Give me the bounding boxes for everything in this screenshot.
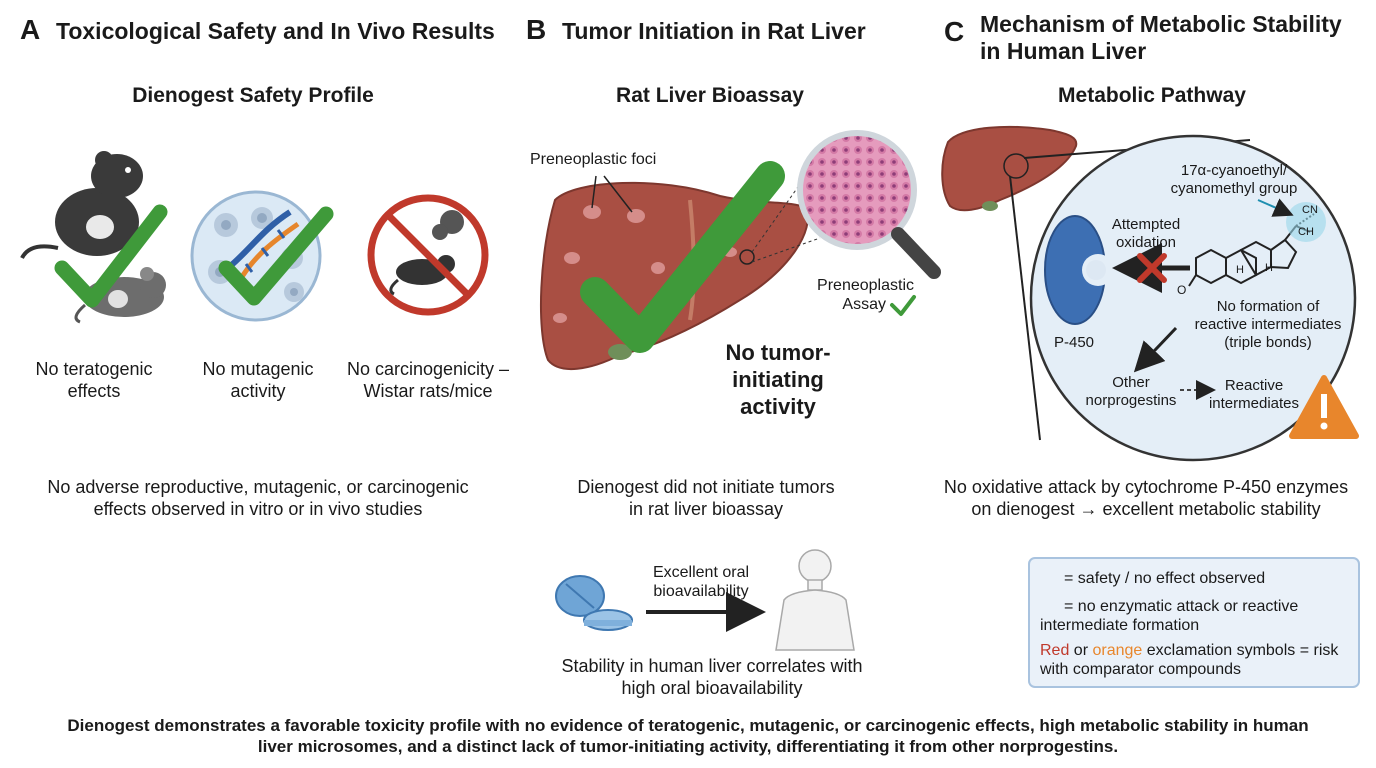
x-icon-oxidation (1137, 253, 1167, 283)
check-icon-liver (580, 161, 785, 353)
panel-c-summary-line1: No oxidative attack by cytochrome P-450 … (943, 477, 1349, 497)
legend-orange-word: orange (1092, 642, 1143, 659)
bioavailability-label-line1: Excellent oral (652, 564, 750, 581)
check-icon-assay (890, 295, 916, 316)
panel-c-summary-line2: on dienogest → excellent metabolic stabi… (971, 499, 1321, 519)
ch-label: CH (1298, 226, 1314, 238)
assay-label: Preneoplastic Assay (800, 276, 914, 314)
prohibition-icon (367, 194, 489, 316)
other-norprogestins-line1: Other (1112, 374, 1150, 391)
pill-icon (555, 575, 633, 631)
panel-c-title-line2: in Human Liver (980, 38, 1147, 64)
no-formation-line2: reactive intermediates (1194, 316, 1342, 333)
legend-x-text-line2: intermediate formation (1040, 617, 1200, 634)
zoom-circle (1029, 134, 1357, 462)
rat-icon (20, 151, 143, 260)
cn-label: CN (1302, 204, 1318, 216)
no-tumor-result-line3: activity (740, 394, 816, 419)
mutagenic-label-line1: No mutagenic (202, 359, 314, 379)
no-tumor-result-line1: No tumor- (725, 340, 831, 365)
no-formation-line3: (triple bonds) (1224, 334, 1312, 351)
legend-box: = safety / no effect observed = no enzym… (1028, 557, 1360, 688)
panel-b-summary: Dienogest did not initiate tumors in rat… (546, 476, 866, 520)
footer-summary: Dienogest demonstrates a favorable toxic… (8, 715, 1368, 757)
assay-label-line1: Preneoplastic (817, 277, 914, 294)
norprogestins-arrow (1133, 326, 1178, 373)
other-norprogestins-label: Other norprogestins (1080, 374, 1182, 410)
magnifier-icon (739, 130, 941, 279)
check-icon-teratogenic (54, 204, 168, 308)
teratogenic-label: No teratogenic effects (10, 358, 178, 402)
stability-caption-line1: Stability in human liver correlates with (561, 656, 863, 676)
panel-a-title: Toxicological Safety and In Vivo Results (56, 18, 495, 44)
human-body-icon (775, 549, 855, 651)
panel-a-summary-line1: No adverse reproductive, mutagenic, or c… (47, 477, 469, 497)
panel-c-subtitle: Metabolic Pathway (1058, 84, 1246, 107)
panel-b-summary-line2: in rat liver bioassay (628, 499, 784, 519)
panel-a-summary: No adverse reproductive, mutagenic, or c… (10, 476, 506, 520)
reactive-intermediates-line2: intermediates (1208, 395, 1300, 412)
stability-caption-line2: high oral bioavailability (621, 678, 803, 698)
cyano-group-label: 17α-cyanoethyl/ cyanomethyl group (1160, 162, 1308, 198)
h-label-2: H (1265, 262, 1273, 274)
attempted-oxidation-line2: oxidation (1115, 234, 1177, 251)
panel-b-summary-line1: Dienogest did not initiate tumors (577, 477, 835, 497)
dna-icon (226, 209, 300, 282)
legend-excl-tail: exclamation symbols = risk (1142, 642, 1339, 659)
panel-a-summary-line2: effects observed in vitro or in vivo stu… (93, 499, 423, 519)
cyano-group-highlight (1286, 202, 1326, 242)
panel-b-subtitle: Rat Liver Bioassay (616, 84, 804, 107)
no-formation-line1: No formation of (1216, 298, 1320, 315)
reactive-intermediates-label: Reactive intermediates (1204, 377, 1304, 413)
mutagenic-label: No mutagenic activity (178, 358, 338, 402)
legend-red-word: Red (1040, 642, 1070, 659)
panel-c-summary: No oxidative attack by cytochrome P-450 … (920, 476, 1372, 520)
bioavailability-label: Excellent oral bioavailability (636, 563, 766, 601)
liver-icon-small (941, 125, 1078, 212)
panel-a-letter: A (20, 14, 41, 45)
legend-or-word: or (1069, 642, 1093, 659)
p450-label: P-450 (1054, 334, 1095, 351)
mouse-icon (74, 267, 166, 324)
no-formation-label: No formation of reactive intermediates (… (1182, 298, 1354, 352)
o-label: O (1177, 283, 1187, 297)
no-tumor-result-line2: initiating (732, 367, 824, 392)
carcinogenicity-label-line1: No carcinogenicity – (346, 359, 510, 379)
legend-exclamation-text-line2: with comparator compounds (1040, 661, 1241, 678)
legend-check-text: = safety / no effect observed (1064, 570, 1266, 587)
panel-c-letter: C (944, 16, 965, 47)
reactive-intermediates-line1: Reactive (1224, 377, 1284, 394)
legend-x-text: = no enzymatic attack or reactive (1064, 598, 1299, 615)
cyano-group-label-line2: cyanomethyl group (1170, 180, 1298, 197)
no-tumor-result: No tumor- initiating activity (700, 339, 856, 420)
other-norprogestins-line2: norprogestins (1085, 392, 1177, 409)
teratogenic-label-line2: effects (67, 381, 121, 401)
attempted-oxidation-label: Attempted oxidation (1104, 216, 1188, 252)
cyano-pointer-arrow (1257, 198, 1294, 217)
panel-a-subtitle: Dienogest Safety Profile (132, 84, 374, 107)
stability-caption: Stability in human liver correlates with… (530, 655, 894, 699)
panel-c-title-line1: Mechanism of Metabolic Stability (980, 11, 1342, 37)
footer-summary-line1: Dienogest demonstrates a favorable toxic… (67, 716, 1309, 735)
carcinogenicity-label-line2: Wistar rats/mice (363, 381, 493, 401)
attempted-oxidation-line1: Attempted (1111, 216, 1181, 233)
mutagenic-label-line2: activity (230, 381, 286, 401)
carcinogenicity-label: No carcinogenicity – Wistar rats/mice (334, 358, 522, 402)
h-label-1: H (1236, 264, 1244, 276)
preneoplastic-foci-label: Preneoplastic foci (530, 151, 657, 168)
teratogenic-label-line1: No teratogenic (35, 359, 153, 379)
assay-label-line2: Assay (842, 296, 886, 313)
bioavailability-label-line2: bioavailability (653, 583, 749, 600)
check-icon-mutagenic (218, 206, 334, 306)
cyano-group-label-line1: 17α-cyanoethyl/ (1180, 162, 1288, 179)
panel-b-title: Tumor Initiation in Rat Liver (562, 18, 866, 44)
legend-exclamation-text: Red or orange exclamation symbols = risk (1040, 641, 1338, 660)
warning-icon (1289, 375, 1359, 439)
panel-b-letter: B (526, 14, 547, 45)
footer-summary-line2: liver microsomes, and a distinct lack of… (257, 737, 1119, 756)
p450-enzyme-icon (1044, 215, 1114, 325)
